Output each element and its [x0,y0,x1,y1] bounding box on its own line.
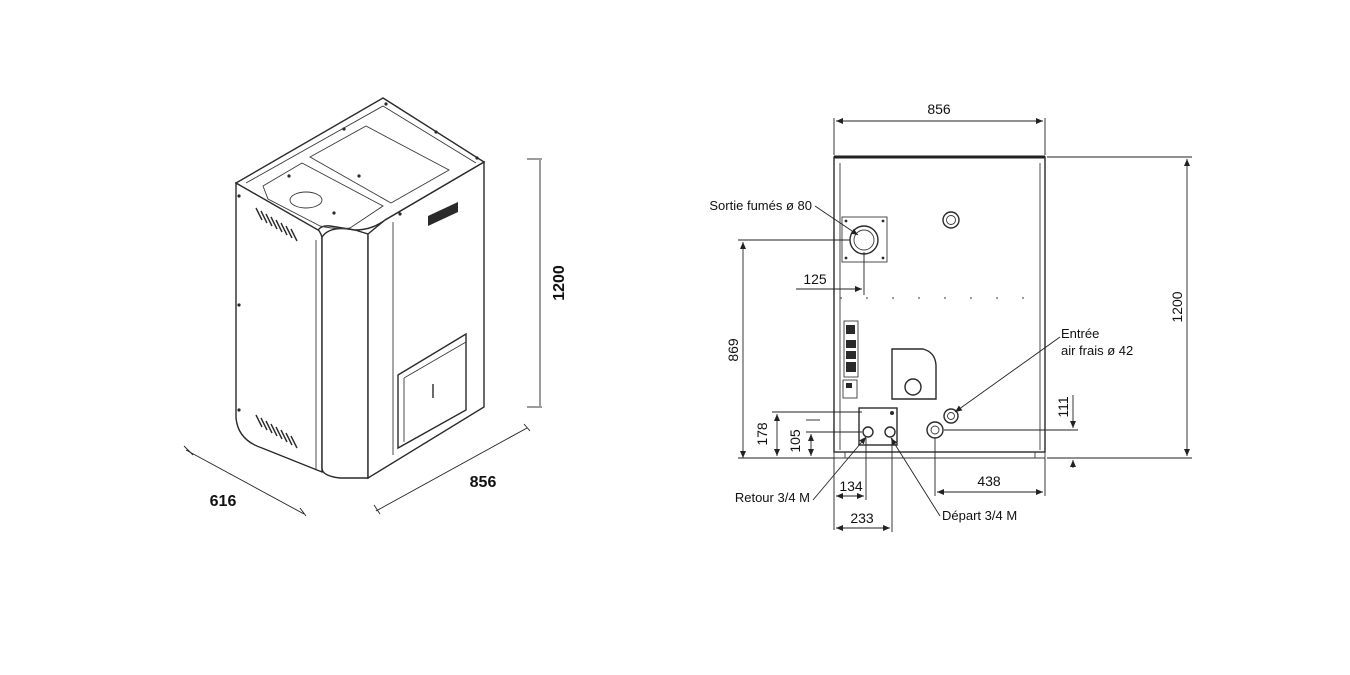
rear-width-dimension [833,118,1046,155]
control-panel [428,202,458,226]
air-offset-label: 438 [977,473,1001,489]
top-port-icon [942,211,960,229]
flue-inner-icon [853,229,875,251]
top-rim [245,105,477,184]
iso-depth-dimension [183,445,307,517]
isometric-view: 1200 616 856 [183,97,568,517]
flow-leader [890,437,941,517]
return-port-icon [862,426,874,438]
air-height-label: 111 [1055,396,1071,417]
return-height-label: 178 [754,422,770,446]
flue-offset-dimension [796,252,865,295]
access-cover-hole [904,378,922,396]
rear-width-label: 856 [927,101,951,117]
flow-offset-label: 233 [850,510,874,526]
screws [237,102,479,412]
top-hatch-right [309,125,450,204]
top-hatch-opening [289,191,323,209]
flow-height-dimension [806,419,862,456]
flue-height-dimension [738,239,850,459]
top-hatch-left [262,162,384,230]
flow-offset-dimension [836,438,893,532]
flue-height-label: 869 [725,338,741,362]
rear-height-dimension [1047,156,1192,459]
flue-leader [814,205,859,236]
iso-height-dimension [527,158,542,408]
return-height-dimension [772,411,862,456]
iso-width-label: 856 [470,474,497,491]
iso-depth-label: 616 [210,493,237,510]
flow-port-icon [884,426,896,438]
ash-door-inner [403,341,467,442]
air-offset-dimension [934,438,1046,496]
rear-base [833,452,1046,459]
rear-height-label: 1200 [1169,291,1185,322]
air-label-line2: air frais ø 42 [1061,343,1133,358]
flue-label: Sortie fumés ø 80 [709,198,812,213]
iso-width-dimension [373,423,531,515]
flue-plate [841,216,888,263]
flue-offset-label: 125 [803,271,827,287]
air-leader [954,336,1061,413]
flow-height-label: 105 [787,429,803,453]
return-label: Retour 3/4 M [735,490,810,505]
top-face [234,97,486,231]
iso-height-label: 1200 [551,265,568,301]
air-label-line1: Entrée [1061,326,1099,341]
flow-label: Départ 3/4 M [942,508,1017,523]
air-inlet-icon [926,421,944,439]
upper-vent [255,207,298,242]
electrical-connectors [842,320,859,399]
ash-door [397,332,467,450]
hydraulic-plate [858,407,898,446]
return-offset-label: 134 [839,478,863,494]
lower-vent [255,414,298,449]
access-cover [891,348,937,400]
return-leader [812,436,867,501]
air-inlet-upper-icon [943,408,959,424]
return-offset-dimension [833,438,867,530]
air-height-dimension [944,395,1078,468]
rear-view: 856 1200 869 125 178 [709,101,1192,532]
front-body [321,227,369,479]
